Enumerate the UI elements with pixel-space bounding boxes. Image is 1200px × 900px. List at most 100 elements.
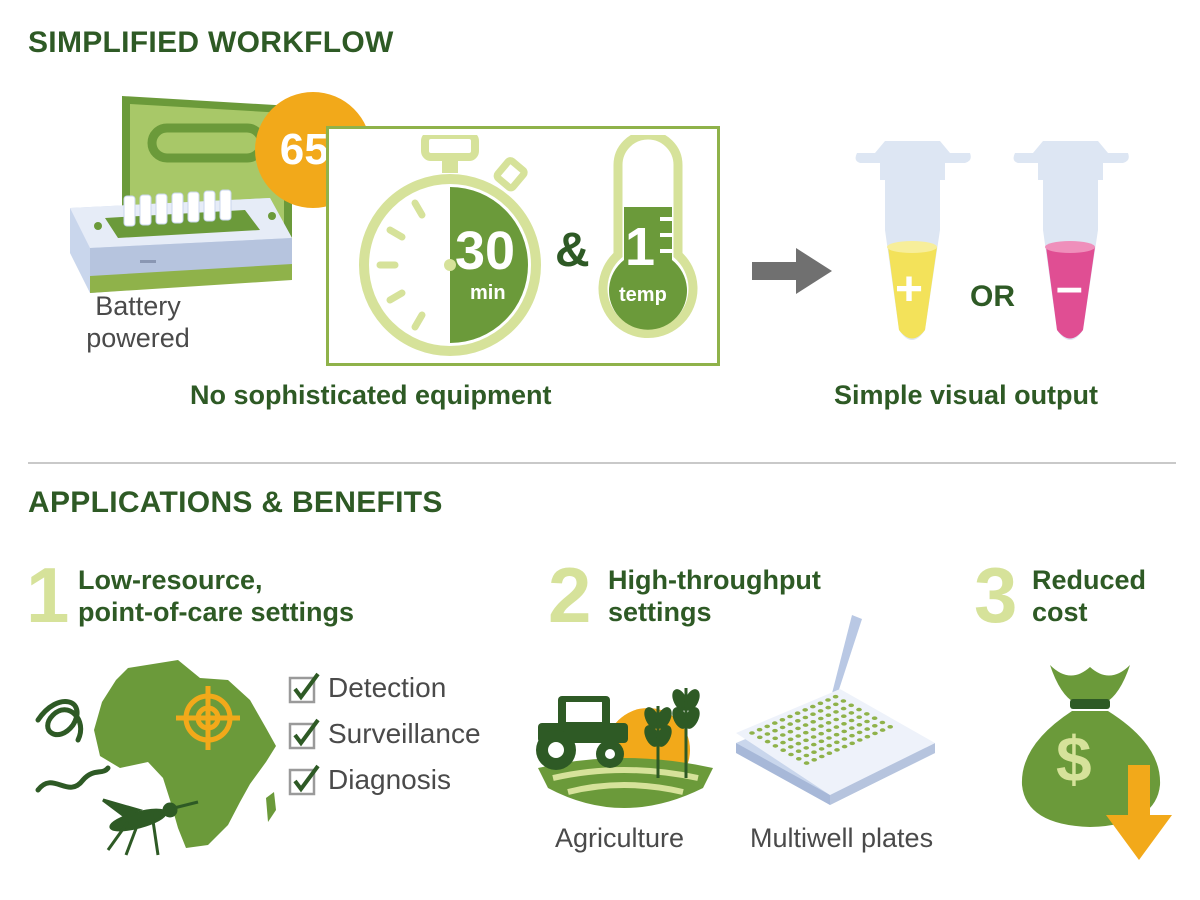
portable-device-illustration — [70, 96, 292, 293]
well — [818, 731, 824, 736]
checklist: Detection Surveillance Diagnosis — [288, 668, 481, 800]
well — [826, 728, 832, 733]
output-caption: Simple visual output — [834, 380, 1099, 410]
app-title-3: Reduced cost — [1032, 564, 1146, 628]
well — [832, 694, 839, 699]
africa-map-illustration — [35, 660, 276, 856]
thermometer-icon — [598, 135, 698, 338]
well — [764, 724, 770, 729]
well — [749, 731, 755, 735]
well — [811, 758, 817, 762]
well — [833, 702, 839, 707]
well — [811, 750, 817, 754]
app-title-2-line-2: settings — [608, 597, 712, 627]
well — [810, 704, 816, 709]
multiwell-plate-icon — [736, 615, 935, 805]
checklist-label: Surveillance — [328, 718, 481, 749]
well — [803, 753, 810, 758]
well — [841, 729, 847, 734]
well — [826, 751, 833, 755]
well — [772, 736, 778, 741]
stopwatch-icon — [359, 135, 541, 356]
well — [856, 715, 862, 719]
positive-symbol: + — [895, 263, 924, 316]
well — [818, 739, 825, 744]
well — [833, 725, 840, 729]
well — [826, 736, 832, 740]
well — [795, 749, 802, 753]
well — [779, 718, 786, 722]
checklist-label: Diagnosis — [328, 764, 451, 795]
well — [803, 746, 809, 750]
battery-caption-line-2: powered — [86, 323, 190, 353]
well — [864, 712, 870, 716]
well — [772, 721, 778, 725]
well — [848, 703, 854, 708]
checklist-label: Detection — [328, 672, 447, 703]
well — [772, 744, 779, 748]
well — [841, 744, 848, 749]
app-title-1-line-1: Low-resource, — [78, 565, 263, 595]
app-title-3-line-2: cost — [1032, 597, 1088, 627]
well — [810, 735, 817, 739]
well — [795, 734, 801, 738]
well — [756, 727, 763, 732]
app-title-2-line-1: High-throughput — [608, 565, 821, 595]
well — [872, 724, 878, 728]
well — [864, 734, 871, 739]
well — [848, 711, 855, 715]
well — [833, 710, 839, 714]
well — [811, 742, 817, 747]
well — [788, 745, 794, 749]
well — [803, 730, 809, 735]
well — [872, 731, 878, 736]
ampersand: & — [555, 224, 590, 277]
well — [796, 757, 802, 761]
well — [841, 737, 848, 741]
checklist-item-detection: Detection — [288, 668, 481, 708]
agriculture-icon — [536, 688, 713, 808]
well — [810, 712, 816, 716]
positive-tube-icon — [855, 141, 971, 340]
well — [817, 701, 824, 706]
well — [826, 743, 832, 748]
well — [795, 741, 802, 746]
well — [802, 723, 809, 727]
app-title-1: Low-resource, point-of-care settings — [78, 564, 354, 628]
battery-caption-line-1: Battery — [95, 291, 181, 321]
well — [840, 699, 847, 703]
well — [864, 719, 870, 724]
well — [817, 709, 824, 713]
checklist-item-diagnosis: Diagnosis — [288, 760, 481, 800]
negative-tube-icon — [1013, 141, 1129, 340]
or-label: OR — [970, 280, 1015, 313]
workflow-title: SIMPLIFIED WORKFLOW — [28, 26, 394, 59]
app-title-2: High-throughput settings — [608, 564, 821, 628]
battery-caption: Battery powered — [78, 290, 198, 354]
well — [787, 729, 794, 734]
app-number-2: 2 — [548, 551, 592, 639]
well — [780, 733, 786, 737]
well — [772, 728, 778, 733]
applications-title: APPLICATIONS & BENEFITS — [28, 486, 443, 519]
negative-symbol: – — [1056, 261, 1083, 314]
well — [780, 748, 786, 752]
well — [834, 740, 840, 745]
well — [825, 705, 831, 710]
well — [879, 720, 886, 725]
checklist-item-surveillance: Surveillance — [288, 714, 481, 754]
section-divider — [28, 462, 1176, 464]
timer-value: 30 — [455, 221, 516, 281]
well — [810, 720, 816, 724]
app-number-3: 3 — [974, 551, 1018, 639]
well — [834, 748, 840, 752]
well — [780, 740, 786, 745]
well — [795, 719, 801, 723]
well — [840, 706, 847, 711]
well — [841, 714, 847, 718]
checkbox-checked-icon — [288, 672, 320, 704]
well — [795, 726, 801, 731]
well — [764, 739, 771, 744]
well — [818, 724, 824, 728]
well — [825, 721, 832, 725]
